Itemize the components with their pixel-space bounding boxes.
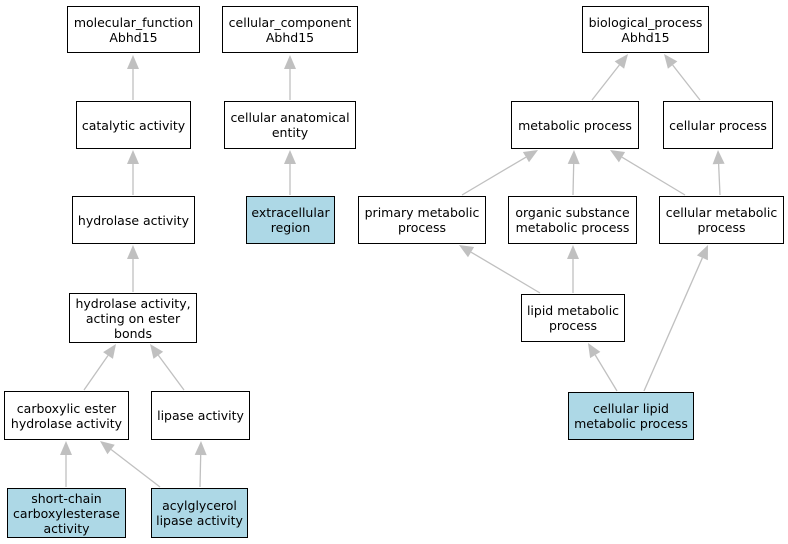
edge-acylglycerol-to-carboxylic	[100, 441, 161, 488]
edge-acylglycerol-to-lipase	[194, 441, 207, 488]
edge-line	[157, 354, 185, 391]
node-lipid-metabolic-process[interactable]: lipid metabolic process	[521, 294, 625, 342]
arrowhead-icon	[588, 343, 601, 359]
arrowhead-icon	[664, 54, 678, 69]
node-hydrolase-activity-ester-bonds[interactable]: hydrolase activity, acting on ester bond…	[69, 293, 197, 343]
node-primary-metabolic-process[interactable]: primary metabolic process	[358, 196, 486, 244]
arrowhead-icon	[127, 55, 139, 69]
arrowhead-icon	[127, 245, 139, 259]
node-cellular-lipid-metabolic-process[interactable]: cellular lipid metabolic process	[568, 392, 694, 440]
node-short-chain-carboxylesterase-activity[interactable]: short-chain carboxylesterase activity	[7, 488, 126, 538]
edge-catalytic-to-mf_root	[127, 55, 139, 100]
arrowhead-icon	[150, 344, 164, 359]
edge-cellular_lipid-to-lipid_met	[588, 343, 618, 392]
arrowhead-icon	[100, 441, 115, 455]
edge-metabolic-to-bp_root	[591, 54, 628, 101]
edge-cellular_met-to-cellular	[712, 150, 725, 196]
arrowhead-icon	[284, 150, 296, 164]
edge-line	[461, 156, 527, 196]
node-cellular-component-root[interactable]: cellular_component Abhd15	[222, 6, 358, 53]
node-organic-substance-metabolic-process[interactable]: organic substance metabolic process	[508, 196, 637, 244]
arrowhead-icon	[522, 150, 538, 163]
edge-line	[110, 449, 161, 488]
node-extracellular-region[interactable]: extracellular region	[246, 196, 335, 244]
node-cellular-process[interactable]: cellular process	[663, 101, 773, 149]
edge-line	[83, 355, 109, 391]
edge-line	[643, 257, 703, 392]
arrowhead-icon	[459, 245, 475, 258]
node-carboxylic-ester-hydrolase-activity[interactable]: carboxylic ester hydrolase activity	[4, 391, 129, 440]
edge-extracellular-to-anatomical	[284, 150, 296, 195]
edge-hydrolase-to-catalytic	[127, 150, 139, 195]
edge-cellular-to-bp_root	[664, 54, 701, 101]
edge-line	[572, 163, 575, 196]
edge-shortchain-to-carboxylic	[60, 441, 72, 487]
arrowhead-icon	[103, 344, 116, 359]
edge-carboxylic-to-hydrolase_ester	[83, 344, 116, 391]
arrowhead-icon	[696, 245, 708, 261]
arrowhead-icon	[610, 150, 626, 163]
arrowhead-icon	[284, 55, 296, 69]
edge-cellular_met-to-metabolic	[610, 150, 686, 196]
edge-primary_met-to-metabolic	[461, 150, 538, 196]
edge-organic_met-to-metabolic	[567, 150, 580, 196]
node-cellular-metabolic-process[interactable]: cellular metabolic process	[659, 196, 784, 244]
edge-line	[717, 163, 721, 196]
edge-lipid_met-to-organic_met	[567, 245, 579, 293]
node-cellular-anatomical-entity[interactable]: cellular anatomical entity	[224, 101, 356, 149]
edge-line	[591, 64, 620, 101]
edge-line	[199, 454, 202, 488]
node-acylglycerol-lipase-activity[interactable]: acylglycerol lipase activity	[151, 488, 248, 538]
node-catalytic-activity[interactable]: catalytic activity	[76, 101, 191, 149]
edge-lipase-to-hydrolase_ester	[150, 344, 185, 391]
arrowhead-icon	[567, 150, 580, 165]
edge-line	[470, 251, 541, 294]
node-molecular-function-root[interactable]: molecular_function Abhd15	[67, 6, 200, 53]
edge-lipid_met-to-primary_met	[459, 245, 541, 294]
edge-hydrolase_ester-to-hydrolase	[127, 245, 139, 292]
edge-line	[621, 156, 686, 196]
edge-anatomical-to-cc_root	[284, 55, 296, 100]
arrowhead-icon	[60, 441, 72, 455]
node-biological-process-root[interactable]: biological_process Abhd15	[582, 6, 709, 53]
arrowhead-icon	[712, 150, 725, 165]
edge-line	[672, 64, 701, 101]
node-lipase-activity[interactable]: lipase activity	[151, 391, 250, 440]
arrowhead-icon	[567, 245, 579, 259]
edge-cellular_lipid-to-cellular_met	[643, 245, 708, 392]
edge-line	[594, 354, 618, 392]
node-metabolic-process[interactable]: metabolic process	[511, 101, 639, 149]
arrowhead-icon	[614, 54, 628, 69]
node-hydrolase-activity[interactable]: hydrolase activity	[72, 196, 195, 244]
arrowhead-icon	[127, 150, 139, 164]
arrowhead-icon	[194, 441, 207, 456]
